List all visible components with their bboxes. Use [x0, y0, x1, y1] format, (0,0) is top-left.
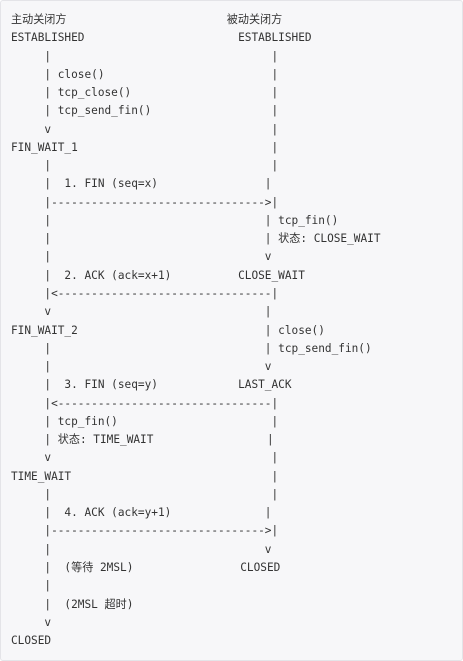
diagram-line: |-------------------------------->| — [11, 524, 279, 538]
diagram-line: v | — [11, 305, 272, 319]
diagram-line: v | — [11, 122, 279, 136]
diagram-line: CLOSED — [11, 634, 52, 648]
diagram-line: | tcp_fin() | — [11, 414, 279, 428]
diagram-line: | v — [11, 250, 272, 264]
diagram-line: | 2. ACK (ack=x+1) CLOSE_WAIT — [11, 268, 305, 282]
diagram-line: | (2MSL 超时) — [11, 597, 134, 611]
diagram-line: | (等待 2MSL) CLOSED — [11, 560, 281, 574]
diagram-line: | close() | — [11, 67, 279, 81]
diagram-line: |-------------------------------->| — [11, 195, 279, 209]
diagram-line: v | — [11, 451, 279, 465]
diagram-line: | | — [11, 49, 279, 63]
diagram-line: ESTABLISHED ESTABLISHED — [11, 31, 312, 45]
diagram-line: |<--------------------------------| — [11, 286, 279, 300]
diagram-line: | 3. FIN (seq=y) LAST_ACK — [11, 378, 292, 392]
diagram-line: | tcp_send_fin() | — [11, 104, 279, 118]
tcp-close-sequence-diagram: 主动关闭方 被动关闭方 ESTABLISHED ESTABLISHED | | |… — [11, 11, 381, 650]
diagram-line: | v — [11, 542, 272, 556]
diagram-line: | | tcp_fin() — [11, 213, 339, 227]
diagram-line: | 1. FIN (seq=x) | — [11, 177, 272, 191]
diagram-line: | 状态: TIME_WAIT | — [11, 433, 274, 447]
diagram-line: | — [11, 579, 52, 593]
diagram-line: | | tcp_send_fin() — [11, 341, 372, 355]
diagram-line: 主动关闭方 被动关闭方 — [11, 13, 283, 26]
diagram-line: |<--------------------------------| — [11, 396, 279, 410]
diagram-line: v — [11, 615, 52, 629]
diagram-line: | | 状态: CLOSE_WAIT — [11, 232, 381, 246]
diagram-line: | | — [11, 159, 279, 173]
diagram-line: FIN_WAIT_1 | — [11, 140, 279, 154]
diagram-line: | | — [11, 487, 279, 501]
diagram-line: | tcp_close() | — [11, 86, 279, 100]
diagram-line: | v — [11, 360, 272, 374]
diagram-line: FIN_WAIT_2 | close() — [11, 323, 325, 337]
diagram-line: TIME_WAIT | — [11, 469, 279, 483]
diagram-line: | 4. ACK (ack=y+1) | — [11, 506, 272, 520]
